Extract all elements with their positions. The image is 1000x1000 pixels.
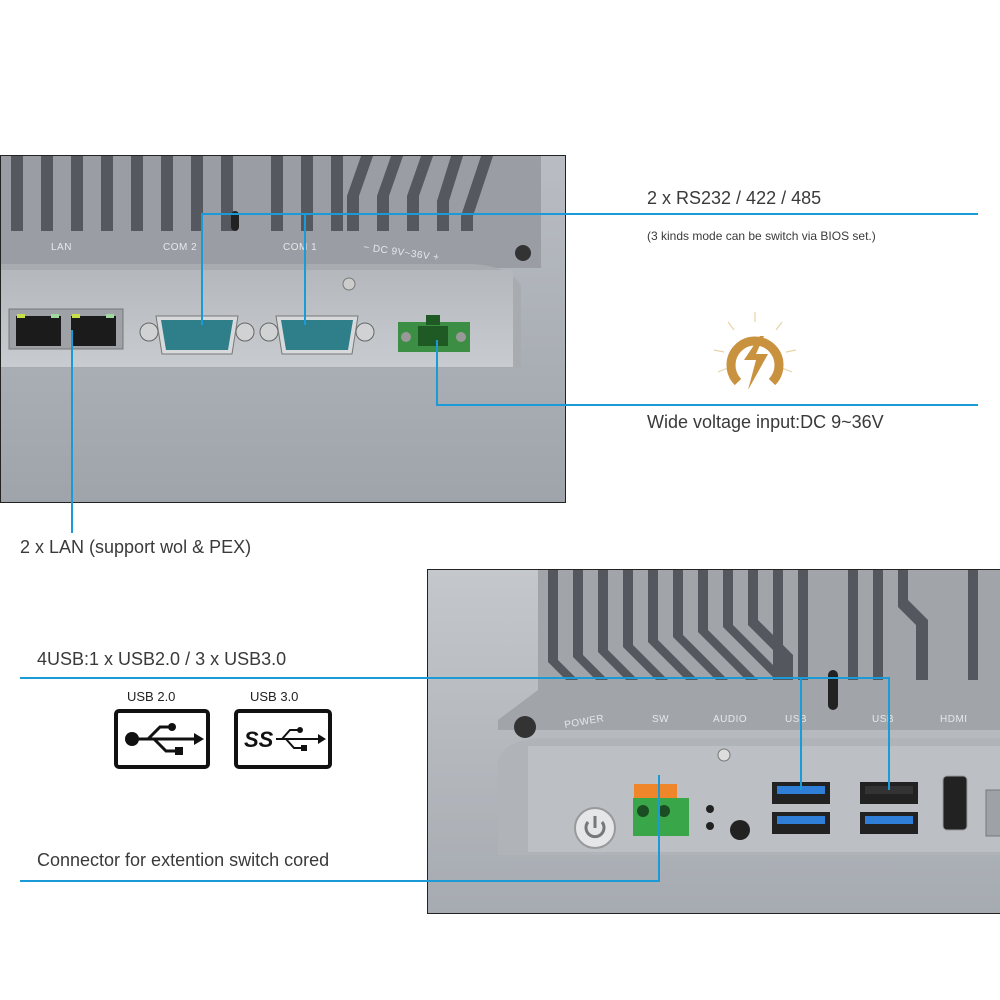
usb-ports <box>772 782 918 834</box>
power-button[interactable] <box>574 807 616 849</box>
label-com2: COM 2 <box>163 242 197 253</box>
label-audio: AUDIO <box>713 714 747 725</box>
usb2-label: USB 2.0 <box>127 689 176 704</box>
heatsink-fins <box>11 156 493 231</box>
switch-connector-label: Connector for extention switch cored <box>37 850 330 870</box>
callout-line-usb-b <box>888 677 890 790</box>
switch-terminal-block <box>633 784 689 836</box>
dc-power-terminal <box>398 315 470 352</box>
callout-line-usb-a <box>800 677 802 790</box>
callout-line-dc-h <box>436 404 978 406</box>
rear-io-photo-bottom: POWER SW AUDIO USB USB HDMI <box>427 569 1000 914</box>
callout-line-lan <box>71 330 73 533</box>
usb-icon <box>114 709 210 769</box>
power-input-label: Wide voltage input:DC 9~36V <box>647 412 884 432</box>
label-usb-2: USB <box>872 714 894 725</box>
callout-line-switch-h <box>20 880 660 882</box>
callout-line-dc-v <box>436 340 438 406</box>
wide-voltage-power-icon <box>708 312 802 396</box>
com2-port <box>139 315 255 355</box>
callout-line-switch-v <box>658 775 660 882</box>
callout-line-com1 <box>304 213 306 325</box>
label-com1: COM 1 <box>283 242 317 253</box>
label-hdmi: HDMI <box>940 714 968 725</box>
usb3-label: USB 3.0 <box>250 689 299 704</box>
callout-line-usb <box>20 677 890 679</box>
lan-label: 2 x LAN (support wol & PEX) <box>20 537 252 557</box>
usb-superspeed-icon: SS <box>234 709 332 769</box>
usb-summary-label: 4USB:1 x USB2.0 / 3 x USB3.0 <box>37 649 287 669</box>
label-usb-1: USB <box>785 714 807 725</box>
rear-io-photo-top: LAN COM 2 COM 1 − DC 9V~36V + <box>0 155 566 503</box>
com1-port <box>259 315 375 355</box>
callout-line-com2 <box>201 213 203 325</box>
hdmi-port <box>942 775 968 831</box>
callout-line-serial <box>202 213 978 215</box>
lan-ports <box>8 308 124 350</box>
serial-ports-title: 2 x RS232 / 422 / 485 <box>647 188 822 208</box>
label-sw: SW <box>652 714 669 725</box>
serial-ports-note: (3 kinds mode can be switch via BIOS set… <box>647 229 876 243</box>
label-lan: LAN <box>51 242 72 253</box>
usb-superspeed-glyph: SS <box>244 727 274 752</box>
